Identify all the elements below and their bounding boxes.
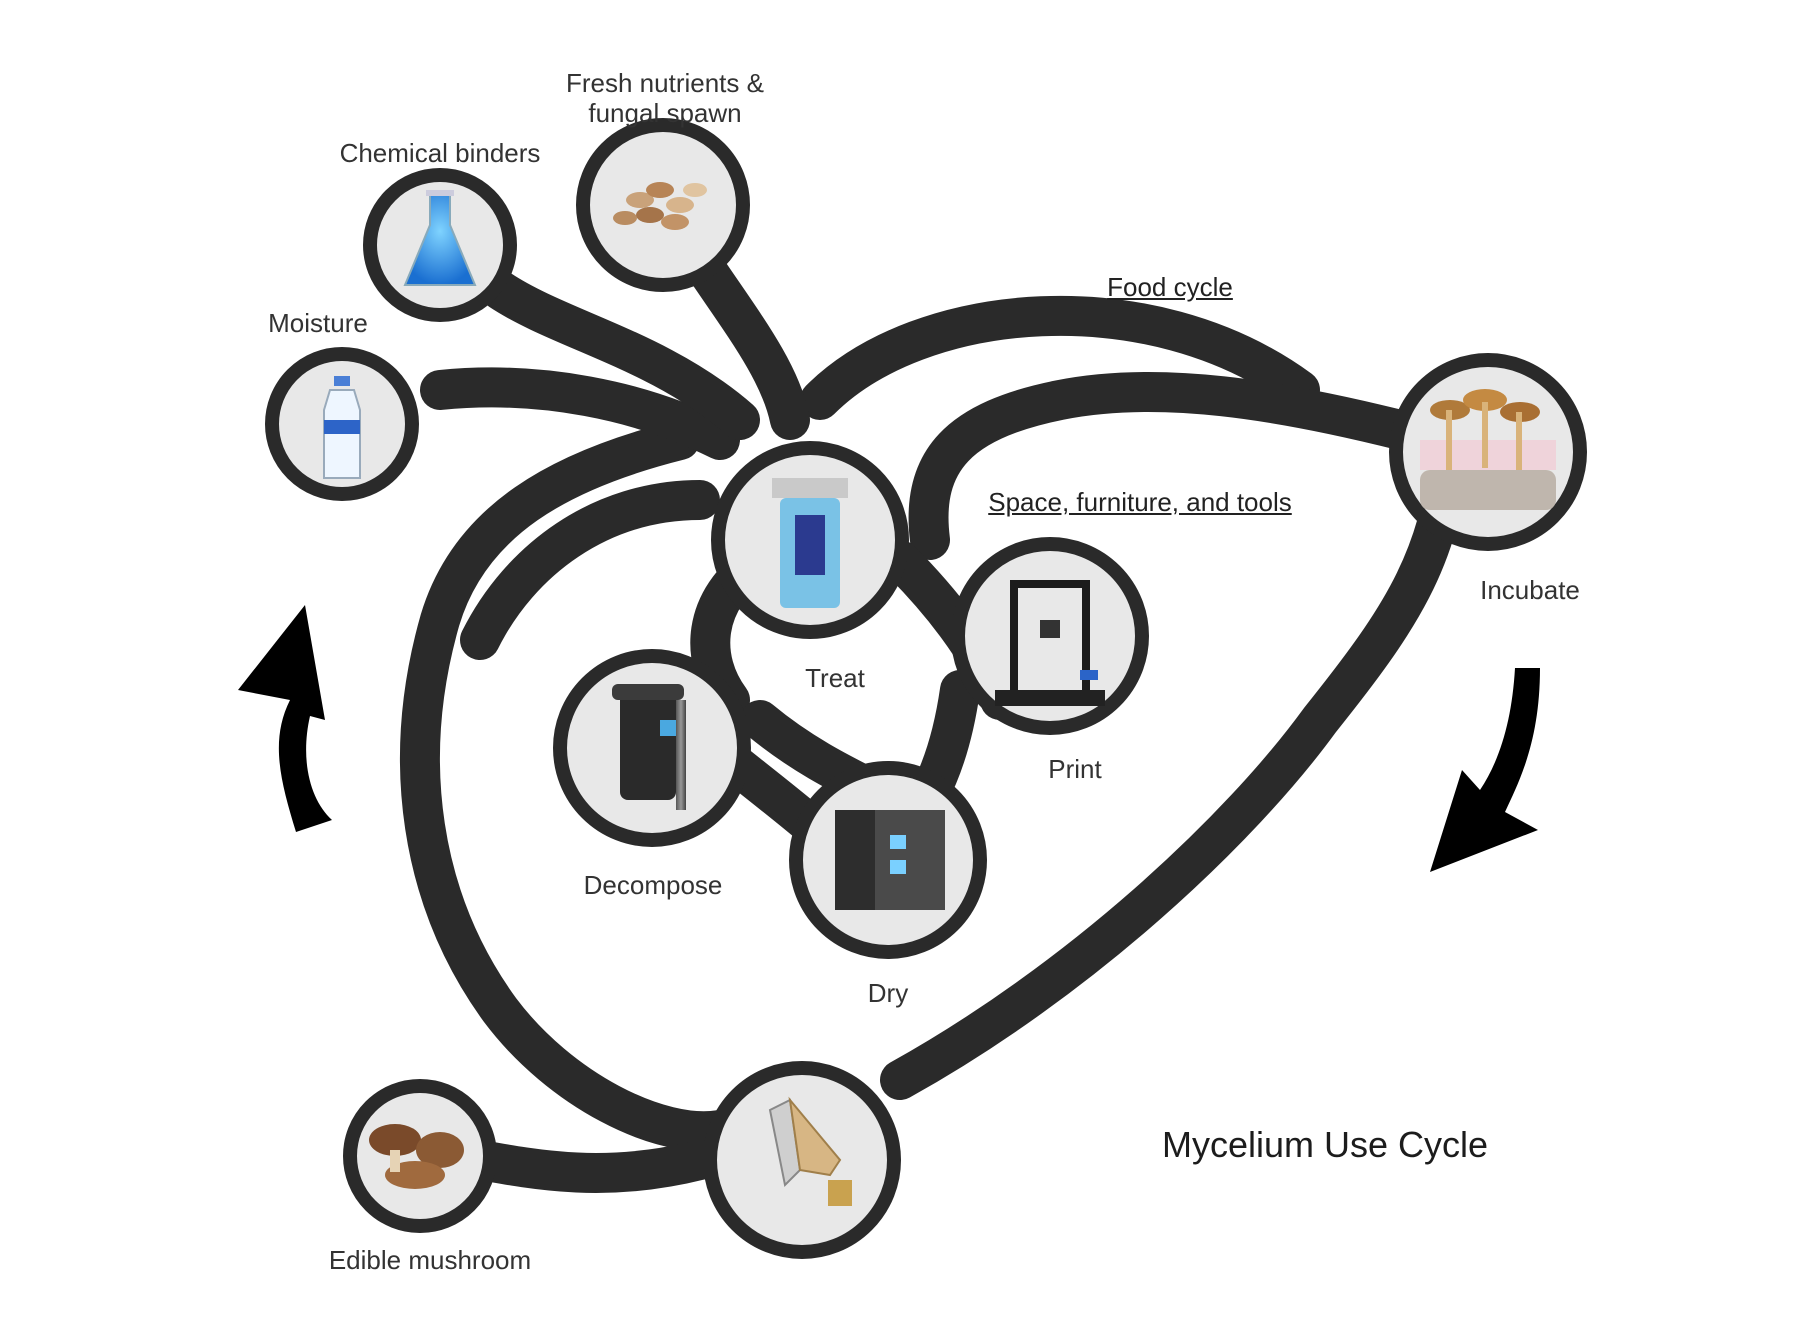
node-treat bbox=[711, 441, 909, 639]
treatment-machine-icon bbox=[772, 478, 848, 608]
label-print: Print bbox=[1048, 754, 1102, 784]
cycle-arrows bbox=[238, 605, 1540, 872]
flask-icon bbox=[403, 190, 477, 286]
grinder-icon bbox=[612, 684, 686, 810]
node-harvest bbox=[703, 1061, 901, 1259]
label-incubate: Incubate bbox=[1480, 575, 1580, 605]
node-incubate bbox=[1389, 353, 1587, 551]
node-chemical-binders bbox=[363, 168, 517, 322]
diagram-title: Mycelium Use Cycle bbox=[1162, 1124, 1489, 1165]
node-print bbox=[951, 537, 1149, 735]
label-decompose: Decompose bbox=[583, 870, 723, 900]
mushroom-culture-icon bbox=[1420, 389, 1556, 510]
node-decompose bbox=[553, 649, 751, 847]
nodes bbox=[265, 118, 1587, 1259]
node-edible-mushroom bbox=[343, 1079, 497, 1233]
grain-spawn-icon bbox=[613, 182, 707, 230]
node-moisture bbox=[265, 347, 419, 501]
node-dry bbox=[789, 761, 987, 959]
label-food-cycle: Food cycle bbox=[1107, 272, 1233, 302]
label-fresh-nutrients: Fresh nutrients & fungal spawn bbox=[566, 68, 764, 128]
water-bottle-icon bbox=[323, 376, 361, 479]
label-treat: Treat bbox=[805, 663, 865, 693]
oven-icon bbox=[835, 810, 945, 910]
label-space-tools: Space, furniture, and tools bbox=[988, 487, 1292, 517]
label-dry: Dry bbox=[867, 978, 909, 1008]
mushrooms-icon bbox=[369, 1124, 464, 1189]
arrow-down-right bbox=[1430, 668, 1540, 872]
label-moisture: Moisture bbox=[268, 308, 368, 338]
label-chemical-binders: Chemical binders bbox=[339, 138, 541, 168]
node-fresh-nutrients bbox=[576, 118, 750, 292]
3d-printer-icon bbox=[995, 580, 1105, 706]
harvest-knife-icon bbox=[768, 1096, 852, 1206]
arrow-up-left bbox=[238, 605, 332, 832]
label-edible-mushroom: Edible mushroom bbox=[328, 1245, 532, 1275]
